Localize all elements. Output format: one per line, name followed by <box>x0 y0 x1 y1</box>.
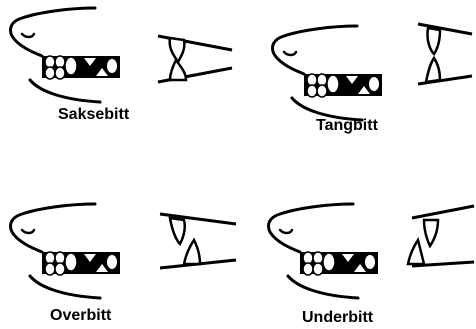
underbitt-jaw <box>268 204 378 298</box>
underbitt-label: Underbitt <box>302 309 373 327</box>
overbitt-incisors <box>160 214 236 268</box>
saksebitt-incisors <box>158 36 232 82</box>
overbitt-jaw <box>10 204 120 298</box>
tangbitt-incisors <box>418 24 472 84</box>
saksebitt-jaw <box>10 8 120 102</box>
overbitt-label: Overbitt <box>50 307 111 325</box>
underbitt-incisors <box>408 206 474 266</box>
saksebitt-label: Saksebitt <box>58 106 129 124</box>
tangbitt-label: Tangbitt <box>316 117 378 135</box>
tangbitt-jaw <box>272 26 382 120</box>
